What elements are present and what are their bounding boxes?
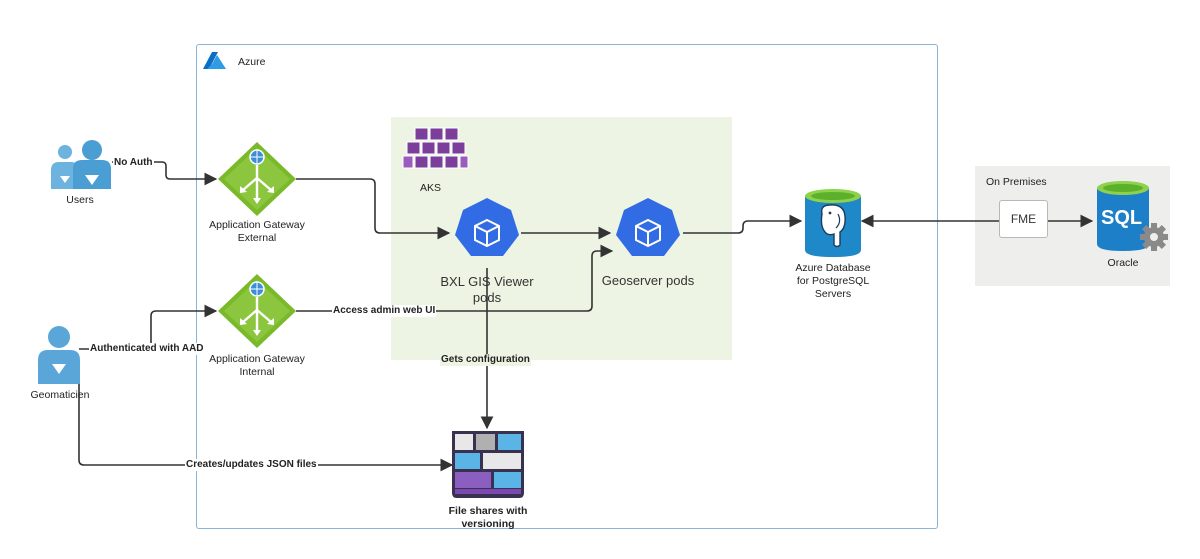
viewer-label: BXL GIS Viewer pods	[427, 274, 547, 306]
sql-server-icon	[1097, 181, 1168, 251]
edge-geoserver-to-db	[683, 214, 803, 234]
kubernetes-pod-icon-viewer	[455, 198, 519, 256]
application-gateway-icon-internal	[218, 274, 296, 348]
gateway-external-label-line2: External	[237, 232, 277, 244]
users-icon	[51, 140, 111, 189]
aks-label: AKS	[420, 182, 442, 194]
file-shares-label: File shares with versioning	[428, 505, 548, 531]
gateway-internal-label: Application Gateway Internal	[197, 353, 317, 379]
azure-db-label-line1: Azure Database	[795, 262, 871, 274]
gateway-internal-label-line1: Application Gateway	[209, 353, 305, 365]
edge-gateway-external-to-viewer	[296, 178, 451, 240]
azure-label: Azure	[238, 56, 266, 68]
azure-logo-icon	[203, 52, 226, 69]
sql-icon-text: SQL	[1101, 207, 1143, 229]
users-label: Users	[66, 194, 94, 206]
file-shares-label-line1: File shares with	[448, 505, 528, 517]
application-gateway-icon-external	[218, 142, 296, 216]
postgresql-database-icon	[805, 189, 861, 257]
file-shares-label-line2: versioning	[461, 518, 515, 530]
azure-db-label-line3: Servers	[814, 288, 852, 300]
user-icon	[38, 326, 80, 384]
fme-box: FME	[999, 200, 1048, 238]
edge-label-access-admin: Access admin web UI	[332, 305, 437, 317]
edge-label-no-auth: No Auth	[113, 157, 154, 169]
gateway-internal-label-line2: Internal	[239, 366, 275, 378]
edge-gateway-internal-to-geoserver	[296, 244, 614, 312]
geomaticien-label: Geomaticien	[30, 389, 90, 401]
gateway-external-label: Application Gateway External	[197, 219, 317, 245]
aks-icon	[402, 127, 469, 169]
on-premises-label: On Premises	[986, 176, 1047, 188]
file-share-icon	[452, 431, 524, 498]
oracle-label: Oracle	[1107, 257, 1139, 269]
viewer-label-line2: pods	[472, 290, 502, 305]
edge-label-creates-updates: Creates/updates JSON files	[185, 459, 318, 471]
edge-label-gets-configuration: Gets configuration	[440, 354, 531, 366]
azure-db-label: Azure Database for PostgreSQL Servers	[783, 262, 883, 301]
kubernetes-pod-icon-geoserver	[616, 198, 680, 256]
edge-users-to-gateway-external	[112, 161, 218, 186]
geoserver-label: Geoserver pods	[601, 273, 695, 288]
gateway-external-label-line1: Application Gateway	[209, 219, 305, 231]
viewer-label-line1: BXL GIS Viewer	[440, 274, 534, 289]
azure-db-label-line2: for PostgreSQL	[796, 275, 870, 287]
edge-geomaticien-to-fileshare	[78, 384, 454, 472]
edge-label-authenticated: Authenticated with AAD	[89, 343, 205, 355]
azure-container	[196, 44, 938, 529]
